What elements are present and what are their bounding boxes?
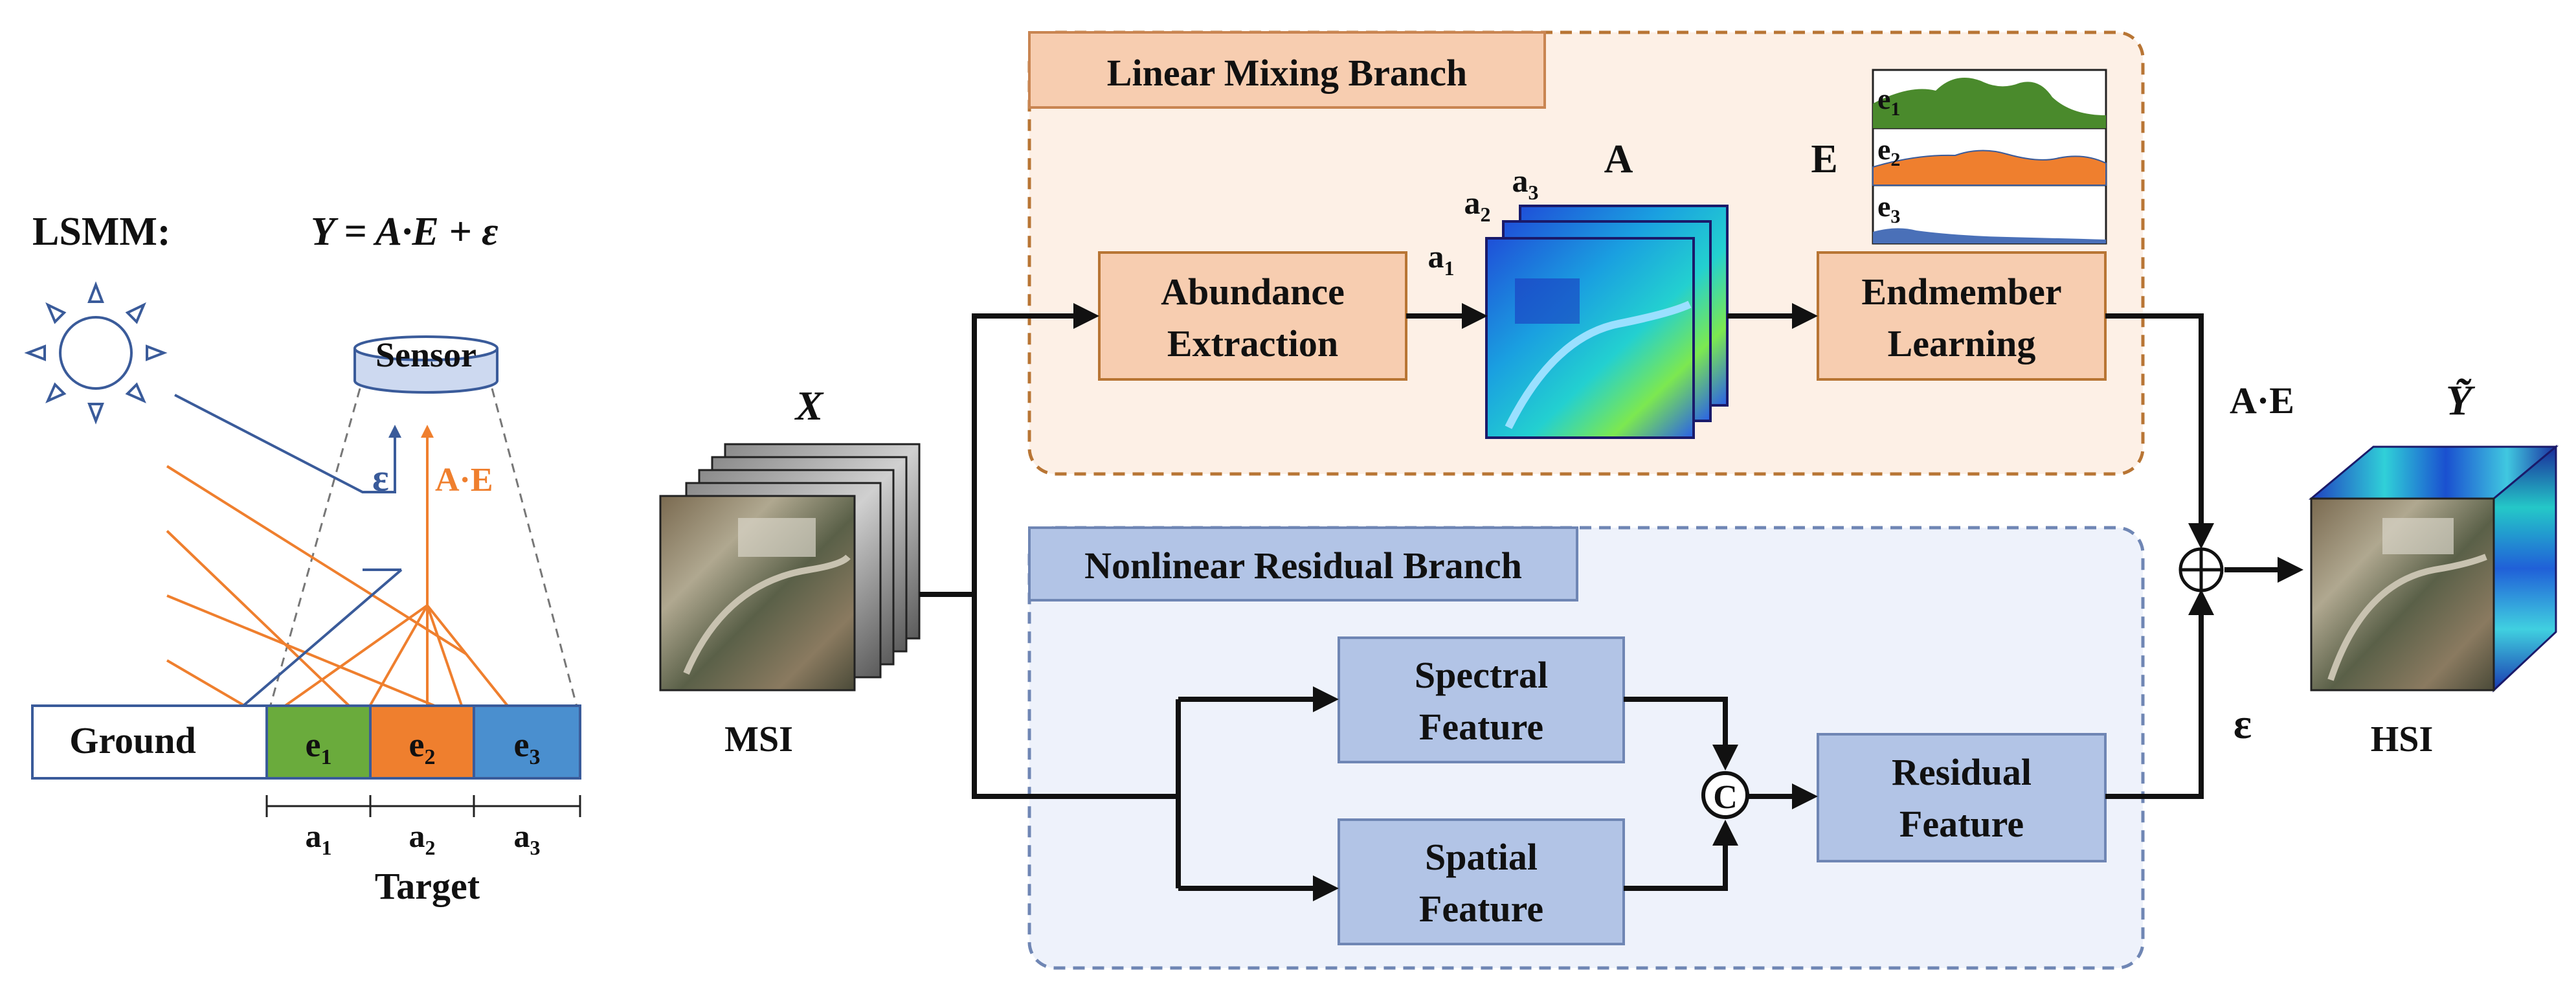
epsilon-merge-label: ε (2234, 701, 2252, 748)
fov-line-left (265, 388, 361, 719)
cell-label-3: e3 (514, 725, 541, 769)
a-stack-1: a1 (1428, 238, 1455, 280)
a-stack-3: a3 (1512, 163, 1539, 204)
ground-strip: Ground e1 e2 e3 (31, 704, 581, 780)
abundance-line-2: Extraction (1167, 322, 1338, 365)
x-label: X (794, 383, 824, 429)
y-tilde-label: Ỹ (2446, 377, 2476, 424)
abundance-label-1: a1 (306, 818, 332, 859)
ground-label: Ground (69, 719, 196, 761)
abundance-bracket (265, 795, 581, 817)
a-label: A (1604, 137, 1633, 181)
abundance-label-3: a3 (514, 818, 541, 859)
endmember-line-2: Learning (1888, 322, 2036, 365)
e-band-2: e2 (1877, 133, 1900, 170)
endmember-line-1: Endmember (1861, 271, 2061, 313)
nonlinear-residual-branch: Nonlinear Residual Branch Spectral Featu… (1027, 526, 2145, 970)
residual-feature-box (1817, 733, 2107, 862)
linear-title-box (1028, 31, 1546, 109)
cell-label-2: e2 (409, 725, 436, 769)
endmember-cell-2 (369, 704, 475, 780)
fov-line-right (491, 388, 581, 719)
e-band-3: e3 (1877, 190, 1900, 227)
flow-arrows (919, 303, 2303, 901)
lsmm-panel: LSMM: Y = A·E + ε Sensor (24, 210, 581, 907)
spatial-line-2: Feature (1419, 888, 1543, 930)
msi-label: MSI (724, 719, 793, 759)
spectral-line-1: Spectral (1415, 654, 1548, 696)
hsi-output-cube: Ỹ HSI (2308, 377, 2559, 759)
error-rays (174, 394, 403, 710)
abundance-label-2: a2 (409, 818, 436, 859)
sun-icon (24, 281, 168, 425)
nonlinear-title: Nonlinear Residual Branch (1084, 545, 1522, 587)
e-label: E (1811, 137, 1837, 181)
msi-input: X MSI (659, 383, 921, 759)
endmember-curves (1872, 69, 2107, 245)
hsi-label: HSI (2371, 719, 2434, 759)
epsilon-label: ε (372, 456, 389, 499)
endmember-learning-box (1817, 251, 2107, 381)
residual-line-2: Feature (1899, 803, 2024, 845)
ae-label: A·E (435, 462, 493, 499)
target-label: Target (375, 865, 480, 907)
lsmm-label: LSMM: (32, 210, 171, 254)
endmember-cell-3 (473, 704, 581, 780)
e-band-1: e1 (1877, 82, 1900, 120)
residual-line-1: Residual (1892, 751, 2032, 793)
spectral-line-2: Feature (1419, 706, 1543, 748)
abundance-maps (1485, 205, 1729, 439)
endmember-cell-1 (265, 704, 372, 780)
abundance-line-1: Abundance (1161, 271, 1345, 313)
nonlinear-title-box (1028, 526, 1578, 602)
lsmm-equation: Y = A·E + ε (311, 210, 498, 254)
sensor-label: Sensor (375, 335, 476, 374)
concat-icon (1701, 771, 1749, 819)
linear-title: Linear Mixing Branch (1107, 52, 1467, 94)
spatial-feature-box (1338, 818, 1625, 945)
a-stack-2: a2 (1464, 185, 1491, 226)
spatial-line-1: Spatial (1425, 836, 1538, 878)
linear-mixing-branch: Linear Mixing Branch Abundance Extractio… (1027, 30, 2145, 476)
abundance-extraction-box (1098, 251, 1407, 381)
cell-label-1: e1 (306, 725, 332, 769)
spectral-feature-box (1338, 636, 1625, 763)
concat-label: C (1713, 779, 1738, 816)
sensor-icon: Sensor (353, 335, 498, 394)
ae-merge-label: A·E (2230, 379, 2294, 422)
